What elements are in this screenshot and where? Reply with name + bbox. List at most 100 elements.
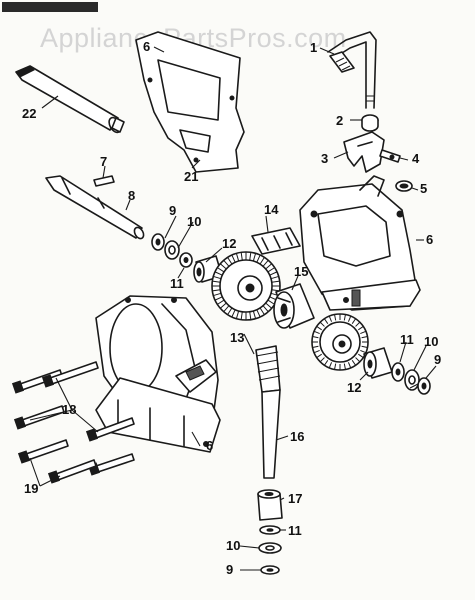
gear-tooth: [219, 263, 227, 270]
gear-tooth: [252, 310, 257, 319]
gear-tooth: [343, 363, 346, 370]
gear-tooth: [256, 254, 261, 263]
gear-tooth: [256, 309, 261, 318]
gear-tooth: [262, 305, 269, 313]
label-2: 2: [336, 113, 343, 128]
label-1: 1: [310, 40, 317, 55]
screw-7: [47, 459, 97, 484]
label-9-right: 9: [434, 352, 441, 367]
bevel-gear-teeth: [212, 252, 280, 320]
label-16: 16: [290, 429, 304, 444]
gear-tooth: [351, 360, 356, 366]
label-17: 17: [288, 491, 302, 506]
gear-tooth: [313, 330, 320, 335]
gear-tooth: [259, 307, 265, 315]
screw-3: [13, 405, 65, 430]
screw-2: [41, 361, 99, 388]
gear-tooth: [214, 271, 223, 276]
label-7: 7: [100, 154, 107, 169]
part-10-washer-lower: [258, 542, 282, 554]
gear-tooth: [231, 309, 236, 318]
part-labels: 1 2 3 4 5 6 6 6 7 8 9 9 9 10 10 10 11 11…: [22, 39, 441, 577]
gear-tooth: [259, 257, 265, 265]
gear-tooth: [269, 271, 278, 276]
label-9-lower: 9: [226, 562, 233, 577]
gear-tooth: [212, 289, 221, 292]
screw-5: [17, 439, 69, 464]
label-11-upper: 11: [170, 276, 184, 291]
label-14: 14: [264, 202, 279, 217]
part-11-ring-right: [391, 362, 405, 382]
label-5: 5: [420, 181, 427, 196]
gear-tooth: [213, 275, 222, 280]
label-4: 4: [412, 151, 420, 166]
gear-tooth: [212, 280, 221, 283]
part-9-washer-upper: [151, 233, 165, 251]
gear-tooth: [328, 362, 333, 369]
gear-tooth: [343, 314, 346, 321]
part-4-pin: [379, 149, 401, 163]
label-6-housing: 6: [426, 232, 433, 247]
gear-tooth: [351, 318, 356, 324]
part-14-clip: [251, 227, 301, 255]
label-3: 3: [321, 151, 328, 166]
part-22-tube: [15, 65, 125, 134]
gear-tooth: [312, 336, 319, 339]
label-13: 13: [230, 330, 244, 345]
label-19: 19: [24, 481, 38, 496]
part-2-collar: [361, 114, 379, 132]
gear-tooth: [267, 299, 275, 305]
leader-lines: [29, 46, 437, 571]
part-6-housing-upper: [299, 175, 421, 311]
header-tag: [2, 2, 98, 12]
label-15: 15: [294, 264, 308, 279]
gear-tooth: [249, 252, 252, 261]
gear-tooth: [223, 259, 230, 267]
gear-tooth: [227, 257, 233, 265]
label-9-upper: 9: [169, 203, 176, 218]
gear-tooth: [223, 305, 230, 313]
part-8-shaft: [45, 175, 145, 240]
gear-tooth: [267, 267, 275, 273]
gear-tooth: [360, 349, 367, 354]
gear-tooth: [328, 315, 333, 322]
part-15-clutch: [273, 283, 315, 329]
screw-4: [85, 417, 135, 442]
part-7-key: [93, 175, 115, 187]
label-12-left: 12: [222, 236, 236, 251]
label-10-right: 10: [424, 334, 438, 349]
label-11-lower: 11: [288, 523, 302, 538]
part-9-washer-lower: [260, 565, 280, 575]
gear-tooth: [227, 307, 233, 315]
part-21-plate: [135, 31, 245, 173]
part-1-rod: [327, 31, 377, 109]
gear-tooth: [252, 253, 257, 262]
screws-18-19: [11, 361, 135, 484]
gear-tooth: [217, 299, 225, 305]
gear-tooth: [347, 362, 352, 369]
part-12-bushing-right: [363, 347, 393, 379]
gear-tooth: [355, 321, 361, 327]
gear-tooth: [271, 280, 280, 283]
gear-tooth: [324, 360, 329, 366]
part-5-plug: [395, 180, 413, 192]
part-17-sleeve: [257, 489, 283, 521]
screw-1: [11, 369, 63, 394]
gear-tooth: [214, 296, 223, 301]
label-10-upper: 10: [187, 214, 201, 229]
part-9-washer-right: [417, 377, 431, 395]
gear-tooth: [240, 252, 243, 261]
gear-tooth: [355, 357, 361, 363]
gear-tooth: [316, 326, 322, 331]
gear-tooth: [347, 315, 352, 322]
gear-tooth: [334, 363, 337, 370]
label-12-right: 12: [347, 380, 361, 395]
gear-tooth: [270, 275, 279, 280]
part-11-ring-upper: [179, 252, 193, 268]
part-16-worm-shaft: [255, 345, 281, 479]
gear-tooth: [319, 321, 325, 327]
label-10-lower: 10: [226, 538, 240, 553]
label-6-plate: 6: [143, 39, 150, 54]
